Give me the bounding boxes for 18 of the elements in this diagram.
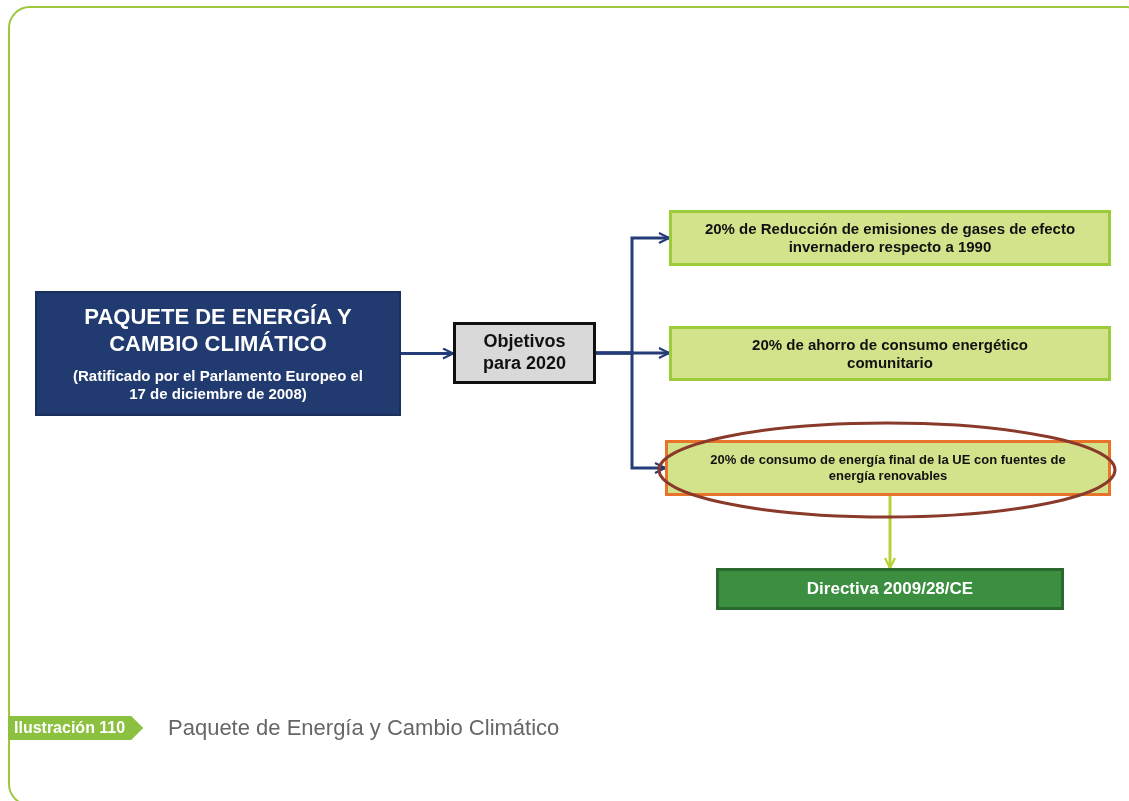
title-box: [35, 291, 401, 416]
objective-box: [453, 322, 596, 384]
note: (Ratificado por el Parlamento Europeo el 17 de diciembre de 2008): [71, 366, 365, 403]
box-text: 20% de Reducción de emisiones de gases de efecto invernadero respecto a 1990: [703, 220, 1077, 256]
heading: PAQUETE DE ENERGÍA Y CAMBIO CLIMÁTICO: [83, 304, 353, 357]
directive-box: [716, 568, 1064, 610]
box-text: 20% de ahorro de consumo energético comunitario: [751, 335, 1029, 372]
highlighted-goal-box: [665, 440, 1111, 496]
goal-box: [669, 210, 1111, 266]
box-text: Objetivos para 2020: [481, 331, 568, 375]
caption: Paquete de Energía y Cambio Climático: [168, 715, 560, 741]
figure-number-tag: Ilustración 110: [8, 716, 144, 740]
arrow: [401, 347, 455, 360]
arrow: [883, 496, 897, 570]
arrow: [596, 351, 667, 475]
box-text: 20% de consumo de energía final de la UE con fuentes de energía renovables: [709, 452, 1067, 484]
goal-box: [669, 326, 1111, 381]
box-text: Directiva 2009/28/CE: [805, 578, 975, 600]
